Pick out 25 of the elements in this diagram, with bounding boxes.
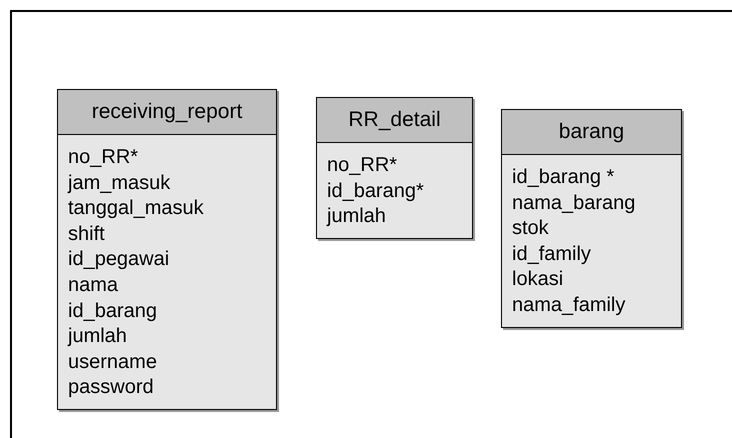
- field-name: id_barang: [68, 298, 158, 324]
- table-title: RR_detail: [348, 108, 441, 132]
- field-name: no_RR*: [327, 153, 398, 178]
- field-name: jam_masuk: [68, 170, 172, 196]
- field-name: stok: [512, 216, 550, 242]
- table-title: barang: [558, 120, 624, 144]
- table-box: [501, 109, 682, 328]
- field-name: shift: [68, 222, 106, 247]
- field-name: jumlah: [327, 204, 387, 230]
- field-name: nama: [68, 272, 120, 298]
- table-box: [57, 89, 277, 410]
- field-name: no_RR*: [68, 145, 140, 170]
- field-name: id_pegawai: [68, 247, 170, 272]
- field-name: tanggal_masuk: [68, 196, 205, 222]
- table-box: [316, 97, 473, 239]
- field-name: id_family: [512, 242, 592, 267]
- field-name: password: [68, 375, 155, 400]
- field-name: username: [68, 350, 158, 375]
- field-name: jumlah: [68, 324, 128, 350]
- field-name: id_barang *: [512, 165, 616, 190]
- field-name: nama_barang: [512, 190, 636, 216]
- field-name: lokasi: [512, 267, 564, 292]
- table-title: receiving_report: [92, 100, 242, 124]
- field-name: id_barang*: [327, 178, 425, 204]
- field-name: nama_family: [512, 292, 626, 318]
